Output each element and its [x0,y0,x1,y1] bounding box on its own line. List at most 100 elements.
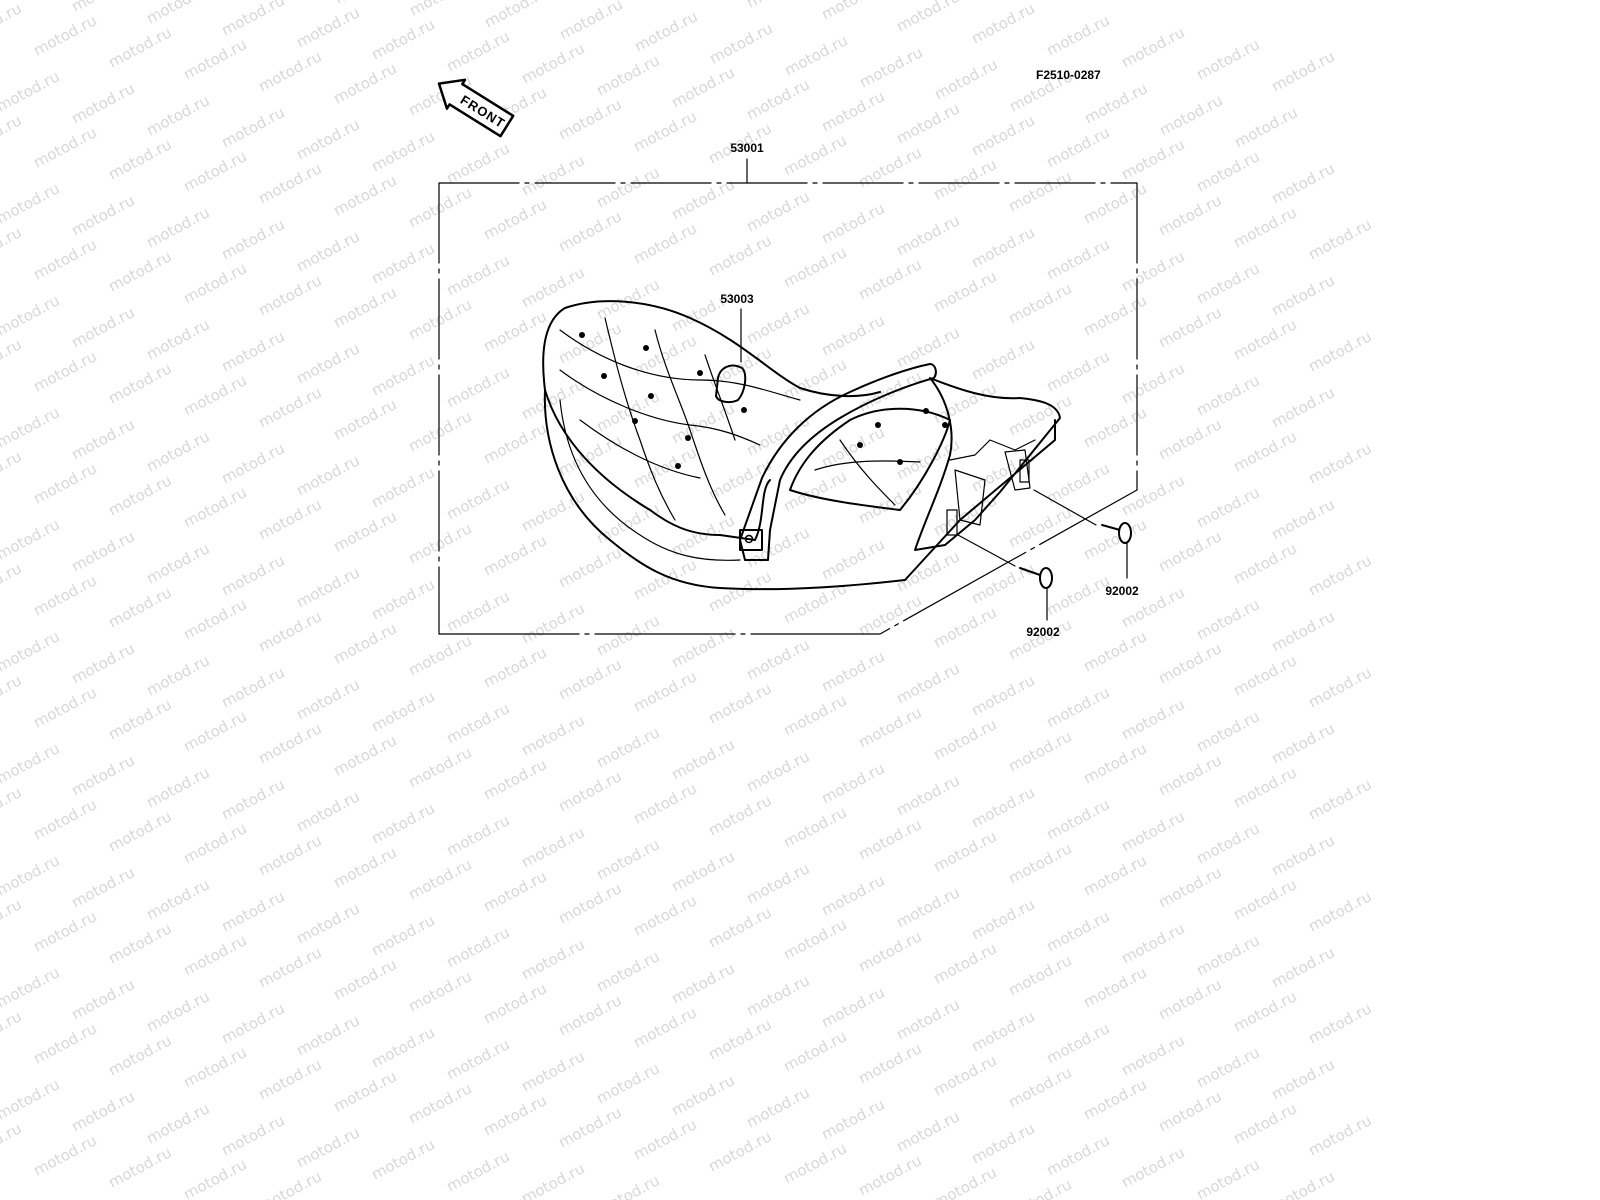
watermark-text: motod.ru [555,207,624,255]
watermark-text: motod.ru [330,843,399,891]
watermark-text: motod.ru [780,243,849,291]
watermark-text: motod.ru [1305,215,1374,263]
watermark-text: motod.ru [705,679,774,727]
watermark-text: motod.ru [368,1023,437,1071]
watermark-text: motod.ru [293,339,362,387]
watermark-text: motod.ru [443,923,512,971]
watermark-text: motod.ru [293,451,362,499]
watermark-text: motod.ru [143,763,212,811]
watermark-text: motod.ru [30,235,99,283]
watermark-text: motod.ru [180,1043,249,1091]
watermark-text: motod.ru [255,943,324,991]
watermark-text: motod.ru [593,163,662,211]
watermark-text: motod.ru [855,1151,924,1199]
watermark-text: motod.ru [555,879,624,927]
watermark-text: motod.ru [1230,651,1299,699]
watermark-text: motod.ru [1005,839,1074,887]
watermark-text: motod.ru [1081,79,1150,127]
part-label-92002-right: 92002 [1105,584,1139,598]
watermark-text: motod.ru [1230,875,1299,923]
watermark-text: motod.ru [818,87,887,135]
watermark-text: motod.ru [480,1091,549,1139]
watermark-text: motod.ru [1193,707,1262,755]
watermark-text: motod.ru [705,1127,774,1175]
watermark-text: motod.ru [218,0,287,40]
watermark-text: motod.ru [105,919,174,967]
watermark-text: motod.ru [330,283,399,331]
watermark-text: motod.ru [630,667,699,715]
watermark-text: motod.ru [255,607,324,655]
watermark-text: motod.ru [1043,235,1112,283]
watermark-text: motod.ru [0,739,63,787]
watermark-text: motod.ru [30,11,99,59]
watermark-text: motod.ru [818,199,887,247]
watermark-text: motod.ru [593,723,662,771]
watermark-text: motod.ru [968,223,1037,271]
watermark-text: motod.ru [855,927,924,975]
watermark-text: motod.ru [818,983,887,1031]
watermark-text: motod.ru [0,1007,25,1055]
watermark-text: motod.ru [1193,35,1262,83]
watermark-text: motod.ru [743,635,812,683]
watermark-text: motod.ru [1268,383,1337,431]
bolt-right-icon [1033,489,1132,579]
watermark-text: motod.ru [368,463,437,511]
watermark-text: motod.ru [668,959,737,1007]
watermark-text: motod.ru [68,415,137,463]
watermark-text: motod.ru [1043,1131,1112,1179]
watermark-text: motod.ru [1268,495,1337,543]
watermark-text: motod.ru [818,423,887,471]
watermark-text: motod.ru [480,643,549,691]
watermark-text: motod.ru [1268,1167,1337,1200]
watermark-text: motod.ru [255,159,324,207]
watermark-text: motod.ru [0,291,63,339]
watermark-text: motod.ru [368,799,437,847]
watermark-text: motod.ru [818,1095,887,1143]
watermark-text: motod.ru [668,735,737,783]
watermark-text: motod.ru [143,91,212,139]
watermark-text: motod.ru [930,379,999,427]
watermark-text: motod.ru [1118,919,1187,967]
watermark-text: motod.ru [443,251,512,299]
watermark-text: motod.ru [1155,191,1224,239]
watermark-text: motod.ru [218,663,287,711]
watermark-text: motod.ru [930,1163,999,1200]
watermark-text: motod.ru [780,1139,849,1187]
watermark-text: motod.ru [968,111,1037,159]
watermark-text: motod.ru [105,471,174,519]
watermark-text: motod.ru [555,767,624,815]
seat-illustration [542,300,1061,591]
watermark-text: motod.ru [1080,963,1149,1011]
watermark-text: motod.ru [1080,851,1149,899]
watermark-text: motod.ru [1193,1155,1262,1200]
watermark-text: motod.ru [443,811,512,859]
watermark-text: motod.ru [1230,427,1299,475]
watermark-text: motod.ru [705,567,774,615]
watermark-text: motod.ru [893,995,962,1043]
watermark-text: motod.ru [480,979,549,1027]
watermark-text: motod.ru [0,1119,25,1167]
watermark-text: motod.ru [368,911,437,959]
watermark-text: motod.ru [518,1159,587,1200]
watermark-text: motod.ru [555,655,624,703]
watermark-text: motod.ru [780,1027,849,1075]
watermark-text: motod.ru [1268,719,1337,767]
watermark-text: motod.ru [593,499,662,547]
watermark-text: motod.ru [1155,751,1224,799]
watermark-text: motod.ru [893,883,962,931]
watermark-text: motod.ru [330,171,399,219]
watermark-text: motod.ru [1118,695,1187,743]
watermark-text: motod.ru [1268,943,1337,991]
watermark-text: motod.ru [593,611,662,659]
watermark-text: motod.ru [255,1055,324,1103]
watermark-text: motod.ru [930,267,999,315]
watermark-text: motod.ru [1005,279,1074,327]
watermark-text: motod.ru [556,0,625,44]
watermark-text: motod.ru [1043,1019,1112,1067]
watermark-text: motod.ru [218,215,287,263]
watermark-text: motod.ru [593,947,662,995]
watermark-text: motod.ru [893,659,962,707]
watermark-text: motod.ru [368,127,437,175]
watermark-text: motod.ru [705,791,774,839]
watermark-text: motod.ru [1118,1031,1187,1079]
